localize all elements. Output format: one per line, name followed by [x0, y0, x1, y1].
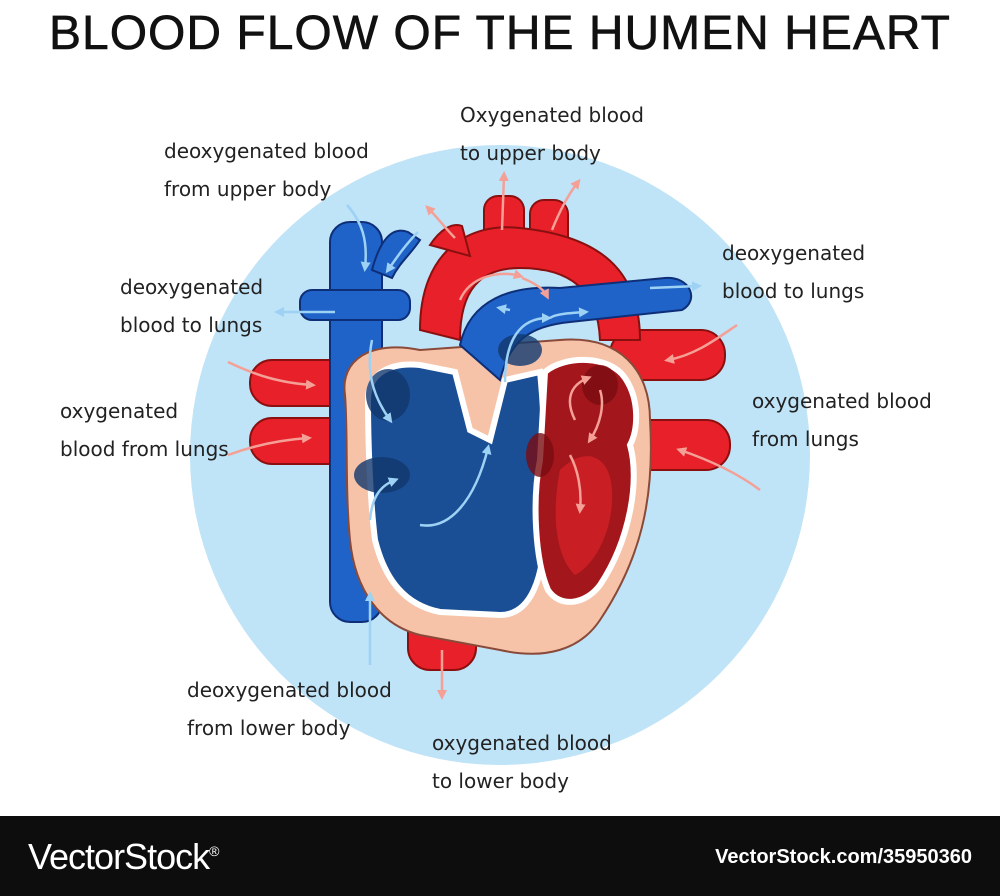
label-oxygenated-to-upper-body: Oxygenated blood to upper body [460, 103, 644, 165]
oxygenated-flow-arrows [227, 171, 761, 700]
label-oxygenated-from-lungs-left: oxygenated blood from lungs [60, 399, 229, 461]
label-deoxygenated-from-lower-body: deoxygenated blood from lower body [187, 678, 392, 740]
label-deoxygenated-to-lungs-left: deoxygenated blood to lungs [120, 275, 264, 337]
label-oxygenated-from-lungs-right: oxygenated blood from lungs [752, 389, 932, 451]
valve-shadows-red [526, 365, 618, 477]
watermark-footer: VectorStock® VectorStock.com/35950360 [0, 816, 1000, 896]
brand-logo: VectorStock® [28, 836, 219, 877]
diagram-title: BLOOD FLOW OF THE HUMEN HEART [49, 7, 951, 61]
left-ventricle-interior [555, 456, 613, 575]
label-deoxygenated-from-upper-body: deoxygenated blood from upper body [164, 139, 369, 201]
label-deoxygenated-to-lungs-right: deoxygenated blood to lungs [722, 241, 866, 303]
stock-id: VectorStock.com/35950360 [715, 846, 972, 868]
heart-diagram [190, 145, 810, 765]
deoxygenated-flow-arrows [274, 204, 702, 665]
label-oxygenated-to-lower-body: oxygenated blood to lower body [432, 731, 612, 793]
